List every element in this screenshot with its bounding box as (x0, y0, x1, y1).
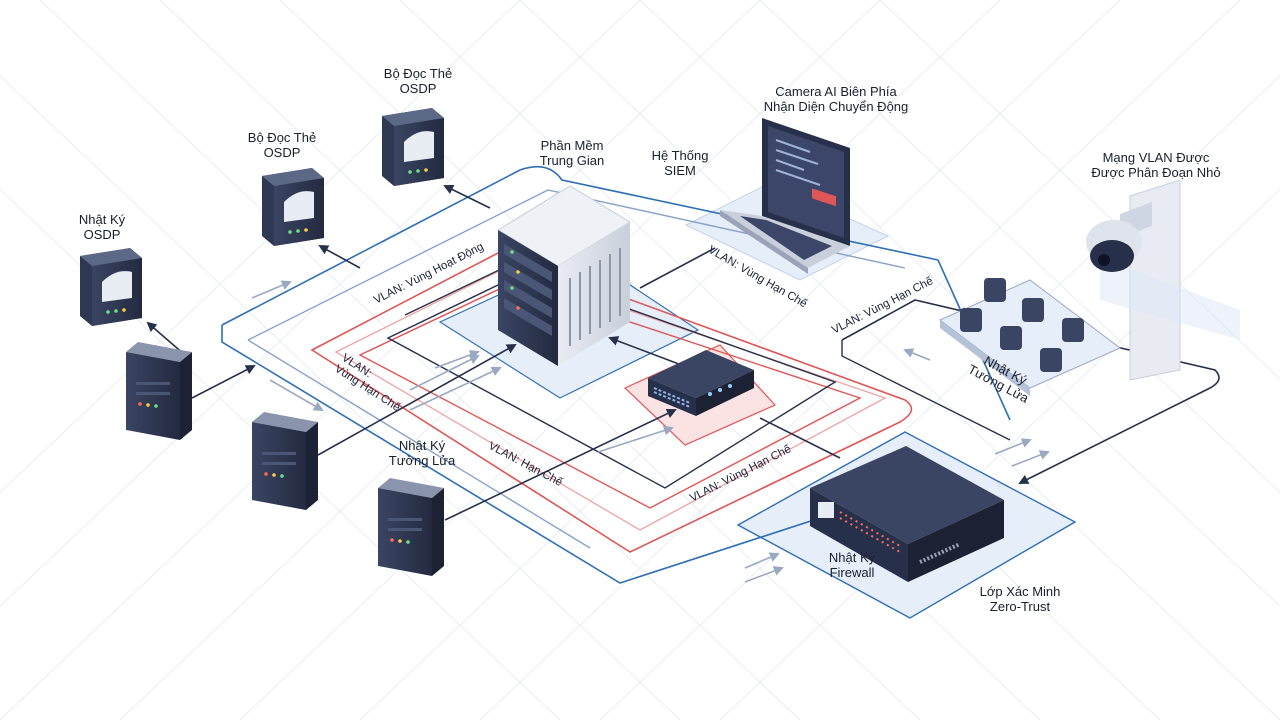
vlan-loop-navy (386, 271, 837, 489)
network-switch (648, 350, 754, 416)
server-tower-icon (497, 185, 631, 366)
network-switch-icon (648, 350, 754, 416)
server-tower-icon (252, 412, 318, 510)
server-tower-left (126, 342, 192, 440)
server-tower-icon (378, 478, 444, 576)
vlan-loop-restricted-inner (358, 282, 862, 509)
firewall-appliance-icon (810, 446, 1004, 582)
siem-laptop (720, 118, 850, 274)
card-reader-osdp-mid (262, 168, 324, 246)
server-tower-bottom (378, 478, 444, 576)
connections (146, 185, 1050, 583)
card-reader-icon (382, 108, 444, 186)
laptop-icon (720, 118, 850, 274)
device-icon (960, 278, 1084, 372)
card-reader-osdp-top (382, 108, 444, 186)
server-tower-icon (126, 342, 192, 440)
card-reader-icon (80, 248, 142, 326)
firewall-appliance (810, 446, 1004, 582)
vlan-loop-active (221, 165, 939, 326)
segmented-vlan-panel (939, 278, 1121, 396)
osdp-log-device (80, 248, 142, 326)
vlan-loop-restricted-outer (310, 251, 913, 553)
vlan-loop-restricted-mid (334, 267, 887, 531)
ai-dome-camera (1086, 179, 1240, 381)
vlan-loop-right (841, 299, 1220, 484)
dome-camera-icon (1086, 179, 1240, 381)
middleware-server (497, 185, 631, 366)
card-reader-icon (262, 168, 324, 246)
server-tower-middle (252, 412, 318, 510)
